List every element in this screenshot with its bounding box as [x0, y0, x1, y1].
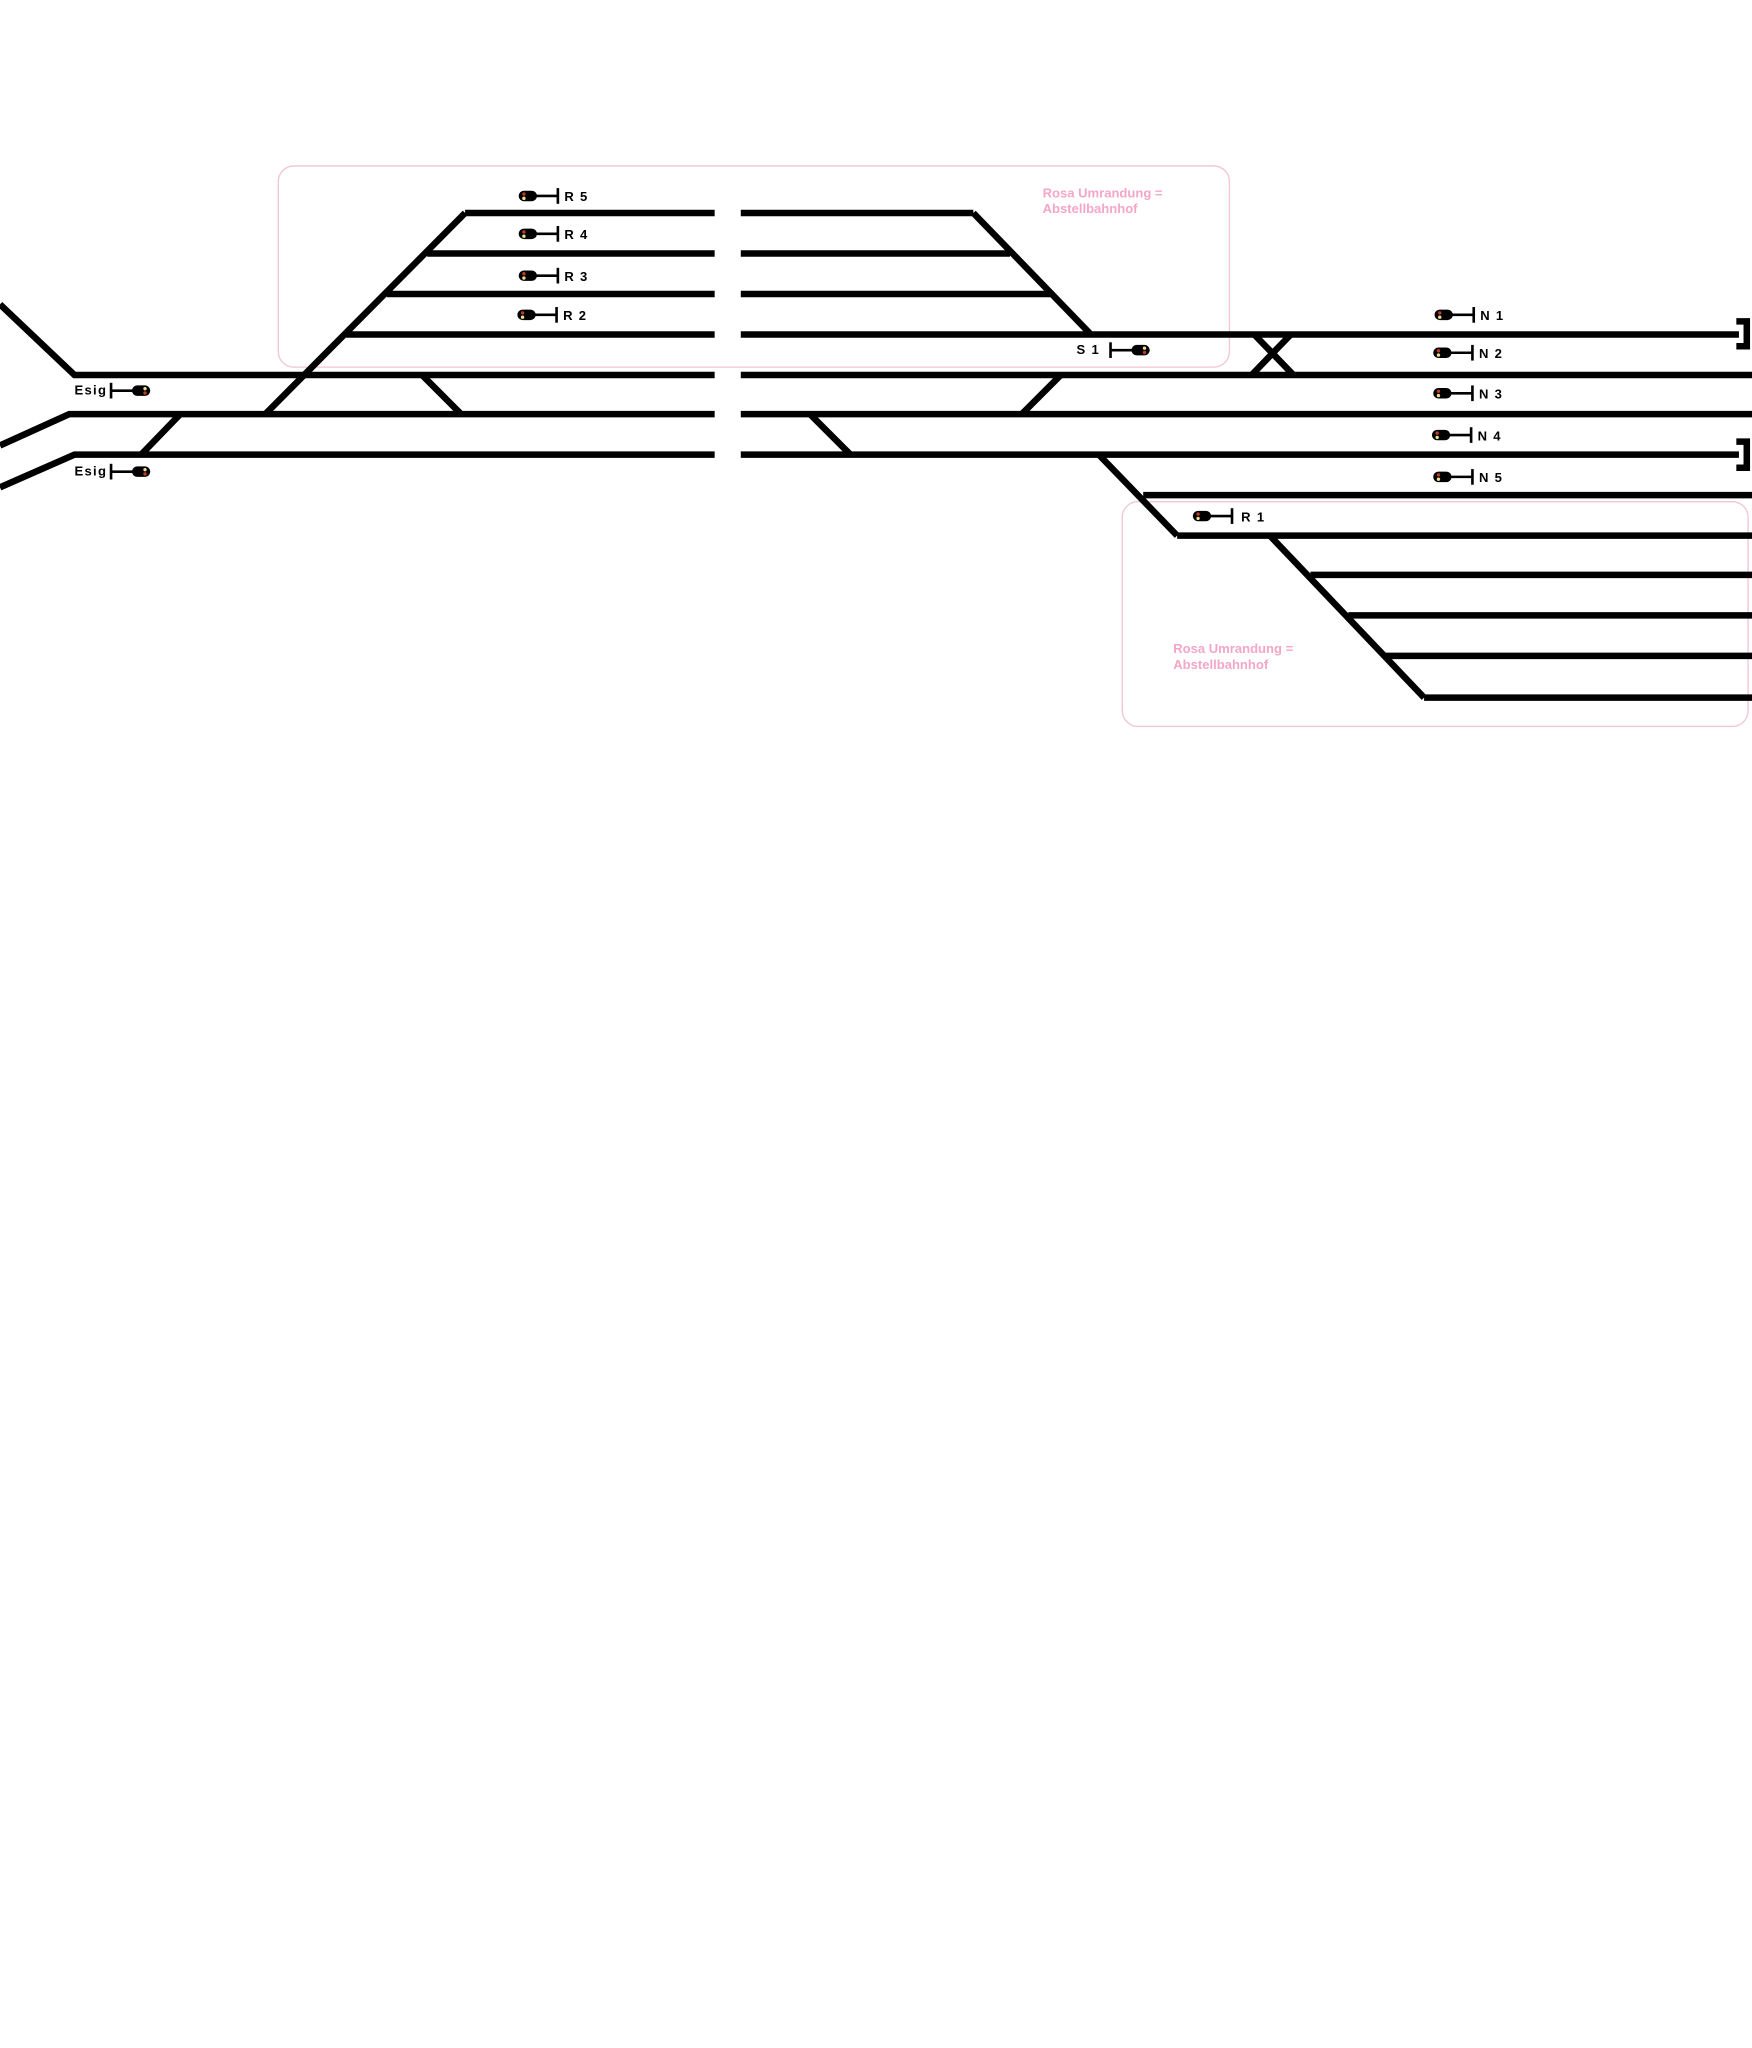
signal-label: N 4 [1478, 428, 1502, 443]
signal-label: Esig [74, 383, 107, 398]
signal-label: Esig [74, 464, 107, 479]
legend-upper-line1: Rosa Umrandung = [1043, 185, 1163, 200]
buffer-stop-n4 [1736, 438, 1751, 471]
signal-label: R 1 [1241, 509, 1265, 524]
signal-n5: N 5 [1433, 469, 1503, 485]
signal-r4: R 4 [518, 226, 588, 242]
storage-yard-border-upper [277, 165, 1231, 368]
signal-esig-lower: Esig [74, 464, 151, 480]
signal-label: N 2 [1479, 346, 1503, 361]
signal-label: R 5 [564, 189, 588, 204]
signal-n3: N 3 [1433, 385, 1503, 401]
signal-label: R 3 [564, 269, 588, 284]
buffer-stop-n1 [1736, 318, 1751, 350]
legend-upper-line2: Abstellbahnhof [1043, 201, 1139, 216]
tracks [0, 209, 1752, 701]
signal-r2: R 2 [517, 307, 587, 323]
signal-n4: N 4 [1431, 427, 1502, 443]
signal-r1: R 1 [1192, 508, 1265, 524]
signal-r5: R 5 [518, 188, 588, 204]
signal-label: N 5 [1479, 470, 1503, 485]
legend-lower-line2: Abstellbahnhof [1173, 657, 1269, 672]
signal-s1: S 1 [1077, 342, 1150, 358]
signal-label: R 2 [563, 308, 587, 323]
signal-n2: N 2 [1433, 344, 1503, 361]
signal-n1: N 1 [1434, 307, 1504, 323]
signal-r3: R 3 [518, 267, 588, 284]
legend-lower-line1: Rosa Umrandung = [1173, 641, 1293, 656]
signal-label: S 1 [1077, 342, 1101, 357]
signal-label: N 1 [1480, 308, 1504, 323]
signal-label: N 3 [1479, 386, 1503, 401]
signal-label: R 4 [564, 227, 588, 242]
signal-esig-upper: Esig [74, 383, 151, 399]
